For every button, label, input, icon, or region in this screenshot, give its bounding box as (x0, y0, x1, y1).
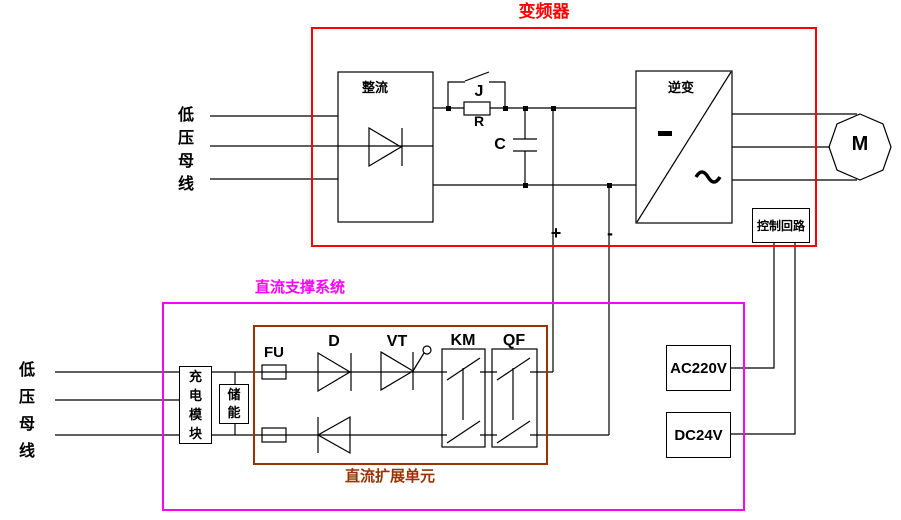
contactor-label: KM (450, 332, 476, 349)
bottom-bus-label: 低 压 母 线 (18, 362, 35, 460)
rectifier-block-outline (337, 71, 434, 223)
inverter-ac-symbol (694, 170, 722, 184)
contactor-symbol (441, 348, 486, 448)
dc-expansion-unit-title: 直流扩展单元 (344, 468, 435, 485)
motor-circle (828, 113, 892, 181)
motor-label: M (851, 133, 869, 155)
fuse-top-symbol (261, 364, 287, 380)
fuse-bottom-symbol (261, 427, 287, 443)
bypass-wire-right (489, 81, 506, 108)
inverter-diagonal (636, 71, 732, 223)
bypass-wire-left (447, 81, 465, 108)
inverter-dc-symbol (658, 131, 672, 136)
energy-storage-box: 储 能 (219, 384, 249, 424)
relay-switch-blade (464, 71, 490, 82)
junction-dots (446, 106, 612, 188)
ac220v-box: AC220V (666, 345, 731, 391)
wire-lines (55, 71, 857, 436)
dc-expansion-unit-box (253, 325, 548, 465)
dc-plus-label: + (550, 223, 562, 243)
capacitor-label: C (494, 136, 506, 153)
inverter-label: 逆变 (667, 80, 694, 95)
diode-symbol (317, 351, 352, 393)
resistor-label: R (473, 113, 485, 129)
control-ac-wire (730, 242, 775, 369)
charging-module-box: 充 电 模 块 (179, 366, 212, 444)
control-circuit-box: 控制回路 (752, 208, 810, 243)
dc-minus-label: - (607, 223, 613, 243)
rectifier-label: 整流 (361, 80, 388, 95)
inverter-block-outline (635, 70, 733, 224)
dc-support-system-box (162, 302, 745, 511)
dc-support-system-title: 直流支撑系统 (254, 279, 345, 296)
dc24v-box: DC24V (666, 412, 731, 458)
charge-resistor-symbol (463, 101, 491, 116)
thyristor-label: VT (386, 333, 408, 350)
rectifier-diode-symbol (368, 126, 403, 168)
breaker-symbol (491, 348, 538, 448)
thyristor-symbol (380, 345, 432, 392)
top-bus-label: 低 压 母 线 (177, 107, 194, 193)
diode-label: D (328, 333, 340, 350)
control-dc-wire (730, 242, 796, 435)
fuse-label: FU (264, 344, 284, 361)
relay-label: J (474, 83, 484, 100)
inverter-system-title: 变频器 (518, 2, 570, 21)
breaker-label: QF (502, 332, 526, 349)
inverter-system-box (311, 27, 817, 247)
return-diode-symbol (316, 415, 351, 455)
